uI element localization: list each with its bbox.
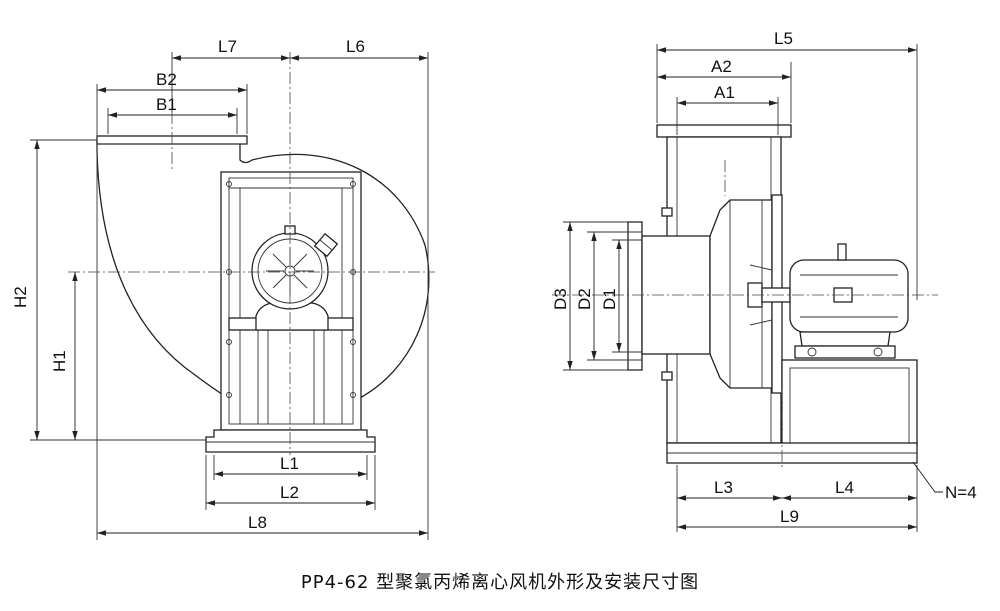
dim-label-L8: L8 <box>248 513 267 532</box>
dim-label-L6: L6 <box>346 37 365 56</box>
dim-label-L4: L4 <box>835 478 854 497</box>
side-view: L5 A2 A1 D3 D2 D1 L3 L4 L9 N=4 <box>551 29 977 532</box>
dim-label-L7: L7 <box>218 37 237 56</box>
dim-label-L2: L2 <box>280 483 299 502</box>
motor-pedestal <box>781 359 918 446</box>
dim-label-A1: A1 <box>714 83 735 102</box>
dim-label-H2: H2 <box>11 286 30 308</box>
dim-label-D1: D1 <box>600 288 619 310</box>
dim-label-N: N=4 <box>945 483 977 502</box>
dim-label-L1: L1 <box>280 454 299 473</box>
dim-label-L5: L5 <box>774 29 793 48</box>
dim-label-L9: L9 <box>780 507 799 526</box>
dim-label-L3: L3 <box>714 478 733 497</box>
drawing-caption: PP4-62 型聚氯丙烯离心风机外形及安装尺寸图 <box>301 572 699 593</box>
inlet-flange <box>627 221 643 371</box>
front-base <box>205 429 376 453</box>
dim-label-D2: D2 <box>575 288 594 310</box>
dim-label-A2: A2 <box>711 57 732 76</box>
motor-terminal-box <box>313 232 339 258</box>
dim-label-H1: H1 <box>50 350 69 372</box>
dim-label-D3: D3 <box>551 288 570 310</box>
motor-mount <box>255 302 329 331</box>
dim-label-B2: B2 <box>156 70 177 89</box>
dim-label-B1: B1 <box>156 95 177 114</box>
front-view: L7 L6 B2 B1 L1 L2 L8 H2 H1 <box>11 37 435 540</box>
